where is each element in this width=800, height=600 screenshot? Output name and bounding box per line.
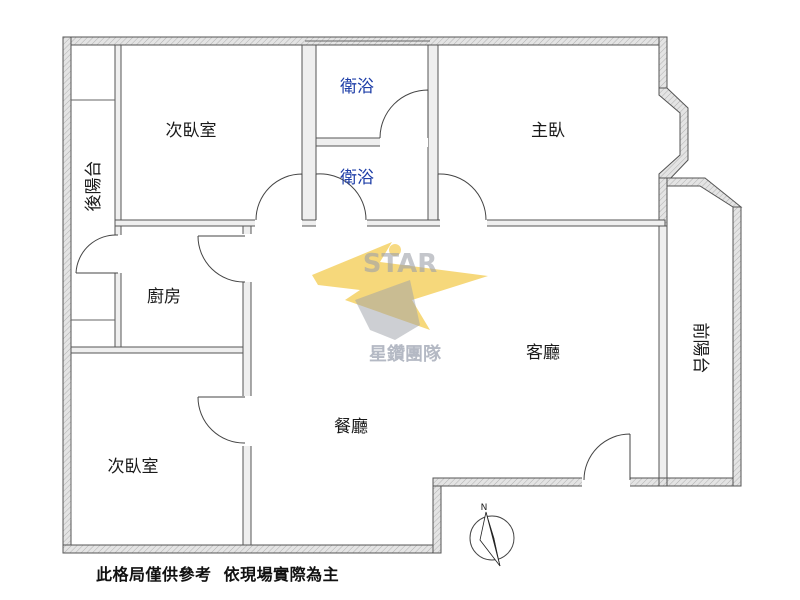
svg-text:STAR: STAR (363, 249, 438, 279)
room-label-rear-balcony: 後陽台 (84, 161, 104, 212)
windows (70, 40, 430, 520)
door-openings (114, 137, 630, 487)
watermark-brand-text: 星鑽團隊 (369, 343, 442, 365)
room-label-bedroom-top-left: 次臥室 (166, 121, 217, 141)
compass-north-letter: N (481, 503, 488, 513)
watermark-logo: STAR (312, 242, 488, 340)
interior-walls (70, 44, 668, 546)
room-label-bath-upper: 衛浴 (340, 77, 374, 97)
room-label-living-room: 客廳 (526, 343, 560, 363)
room-label-bath-lower: 衛浴 (340, 168, 374, 188)
compass-icon: N (469, 503, 515, 567)
room-label-master-bedroom: 主臥 (531, 121, 565, 141)
room-label-front-balcony: 前陽台 (690, 323, 710, 374)
door-swings (75, 89, 631, 481)
room-label-dining-room: 餐廳 (334, 417, 368, 437)
room-label-bedroom-bottom-left: 次臥室 (108, 457, 159, 477)
room-label-kitchen: 廚房 (147, 286, 181, 307)
footer-note: 此格局僅供參考 依現場實際為主 (96, 565, 340, 584)
